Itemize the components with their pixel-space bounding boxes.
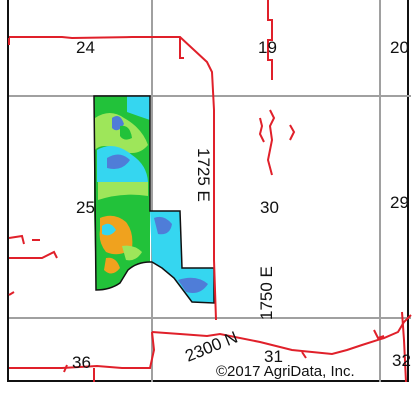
section-label: 25 <box>76 198 95 217</box>
road-line <box>9 36 217 321</box>
zone-light-green <box>98 182 148 200</box>
section-label: 20 <box>390 38 409 57</box>
road-line <box>8 234 25 245</box>
road-labels: 1725 E 1750 E 2300 N <box>182 148 276 366</box>
section-label: 29 <box>390 193 409 212</box>
zone-blue <box>107 154 130 169</box>
zone-blue <box>178 277 208 293</box>
road-line <box>151 314 412 356</box>
section-grid <box>9 0 411 382</box>
road-line <box>258 117 265 143</box>
zone-blue <box>154 216 172 235</box>
road-line <box>289 124 296 141</box>
road-line <box>8 291 15 296</box>
zone-green <box>120 125 132 140</box>
section-label: 24 <box>76 38 95 57</box>
section-label: 32 <box>392 351 411 370</box>
map-canvas[interactable]: 24 19 20 25 30 29 36 31 32 1725 E 1750 E… <box>8 0 412 383</box>
road-line <box>401 311 407 383</box>
zone-cyan <box>127 96 150 120</box>
section-labels: 24 19 20 25 30 29 36 31 32 <box>72 38 411 372</box>
section-label: 36 <box>72 353 91 372</box>
road-label-1725e: 1725 E <box>194 148 213 202</box>
roads <box>8 0 412 383</box>
road-line <box>267 0 273 80</box>
section-label: 30 <box>260 198 279 217</box>
road-line <box>63 364 68 373</box>
road-line <box>9 250 58 259</box>
section-label: 19 <box>258 38 277 57</box>
section-label: 31 <box>264 347 283 366</box>
road-line <box>179 37 184 59</box>
road-label-1750e: 1750 E <box>257 266 276 320</box>
road-line <box>266 109 276 176</box>
zone-orange <box>104 257 120 274</box>
road-line <box>301 351 307 359</box>
zone-cyan <box>102 223 116 236</box>
road-line <box>373 329 385 340</box>
copyright-text: ©2017 AgriData, Inc. <box>216 363 355 380</box>
road-line <box>9 331 156 369</box>
field-zones[interactable] <box>93 95 215 304</box>
road-label-2300n: 2300 N <box>182 328 240 366</box>
zone-light-green <box>122 245 142 261</box>
map-frame: 24 19 20 25 30 29 36 31 32 1725 E 1750 E… <box>7 0 412 383</box>
